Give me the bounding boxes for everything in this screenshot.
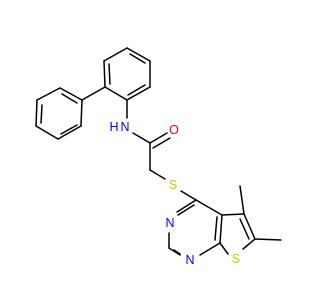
atom-label-amide-h: H	[109, 120, 118, 134]
bond	[57, 125, 82, 140]
bond	[40, 104, 43, 124]
bond	[239, 185, 245, 215]
bond	[254, 238, 282, 241]
bond	[219, 242, 229, 255]
bond	[36, 87, 61, 101]
bond	[61, 93, 78, 104]
bond	[239, 218, 250, 240]
bond-lines	[35, 47, 282, 256]
bond	[132, 132, 151, 144]
bond	[243, 213, 256, 240]
bond	[180, 190, 197, 201]
atom-label-thiophene-s: S	[232, 252, 240, 266]
bond	[108, 63, 111, 85]
bond	[219, 214, 223, 244]
bond	[152, 137, 171, 149]
atom-label-thioether-s: S	[169, 178, 177, 192]
bond	[80, 99, 83, 127]
bond	[149, 132, 168, 144]
bond	[126, 86, 151, 101]
bond	[35, 99, 38, 127]
bond	[149, 169, 166, 180]
atom-label-carbonyl-o: O	[169, 123, 179, 137]
bond	[129, 53, 146, 64]
atom-labels: H N O S N N S	[109, 120, 240, 267]
atom-label-pyrimidine-n3: N	[165, 216, 174, 230]
bond	[242, 238, 256, 250]
atom-label-amide-n: N	[120, 120, 129, 134]
molecule-structure: H N O S N N S	[35, 47, 282, 267]
bond	[103, 47, 128, 62]
bond	[176, 199, 197, 213]
bond	[221, 213, 245, 216]
atom-label-pyrimidine-n1: N	[185, 253, 194, 267]
bond	[173, 249, 181, 255]
bond	[35, 125, 59, 140]
bond	[127, 84, 146, 96]
bond	[126, 47, 151, 62]
bond	[60, 124, 78, 135]
bond	[199, 242, 221, 256]
bond	[59, 87, 83, 101]
bond	[103, 60, 106, 88]
bond	[104, 86, 128, 101]
bond	[177, 204, 195, 216]
bond	[81, 86, 106, 101]
bond	[195, 199, 223, 216]
bond	[214, 216, 218, 241]
bond	[168, 247, 181, 256]
